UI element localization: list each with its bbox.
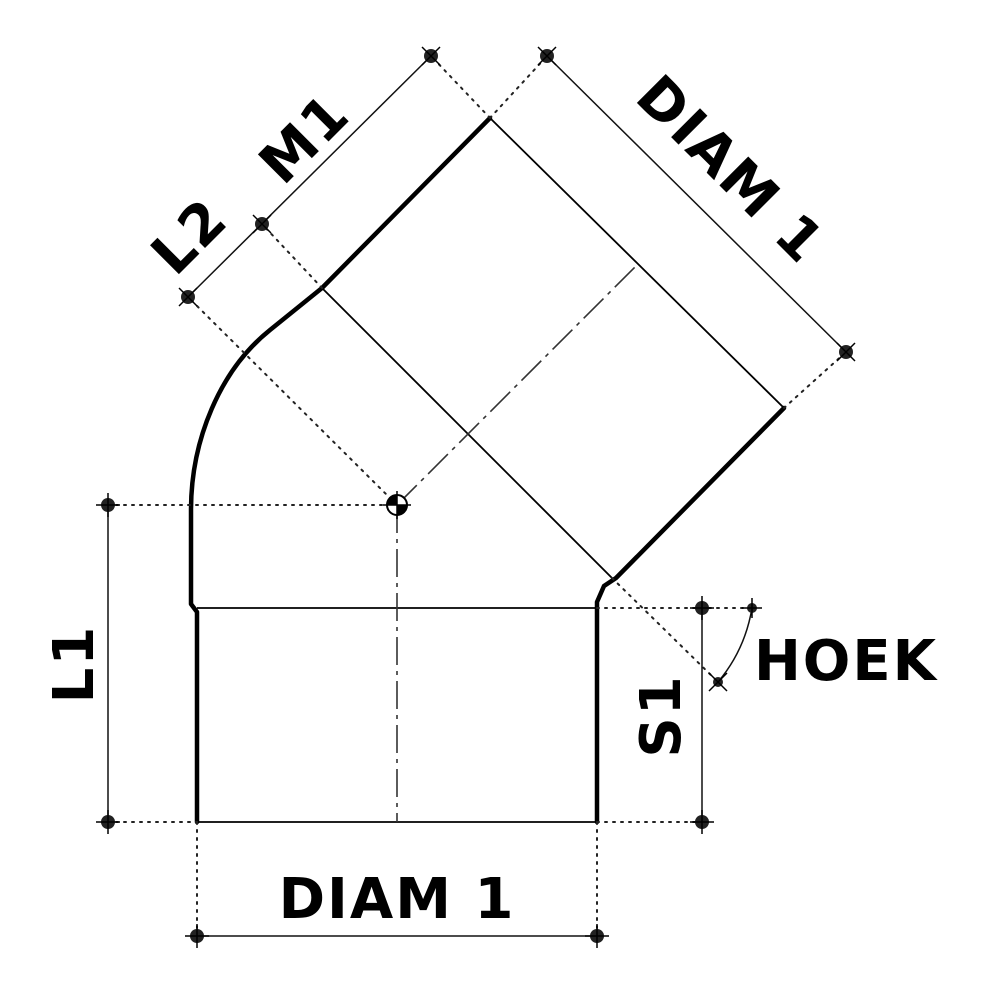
- marker: [690, 810, 714, 834]
- marker: [537, 46, 557, 66]
- marker: [585, 924, 609, 948]
- label-diam-bottom: DIAM 1: [279, 867, 516, 932]
- bend-center-marker: [383, 491, 411, 519]
- marker: [96, 493, 120, 517]
- label-l1: L1: [42, 625, 107, 704]
- label-m1: M1: [247, 81, 363, 197]
- socket-lines: [197, 117, 785, 823]
- dimension-lines: [107, 55, 847, 937]
- label-diam-top: DIAM 1: [623, 63, 836, 276]
- marker: [421, 46, 441, 66]
- marker: [708, 672, 728, 692]
- center-lines: [396, 263, 639, 822]
- label-hoek: HOEK: [754, 629, 939, 694]
- label-l2: L2: [139, 186, 241, 288]
- labels: M1 L2 DIAM 1 DIAM 1 L1 S1 HOEK: [42, 63, 939, 932]
- elbow-outline: [188, 115, 787, 825]
- marker: [185, 924, 209, 948]
- marker: [252, 214, 272, 234]
- marker: [742, 598, 762, 618]
- dimension-markers: [96, 46, 856, 948]
- extension-lines: [107, 55, 847, 937]
- marker: [96, 810, 120, 834]
- marker: [178, 287, 198, 307]
- label-s1: S1: [629, 674, 694, 757]
- marker: [690, 596, 714, 620]
- marker: [836, 342, 856, 362]
